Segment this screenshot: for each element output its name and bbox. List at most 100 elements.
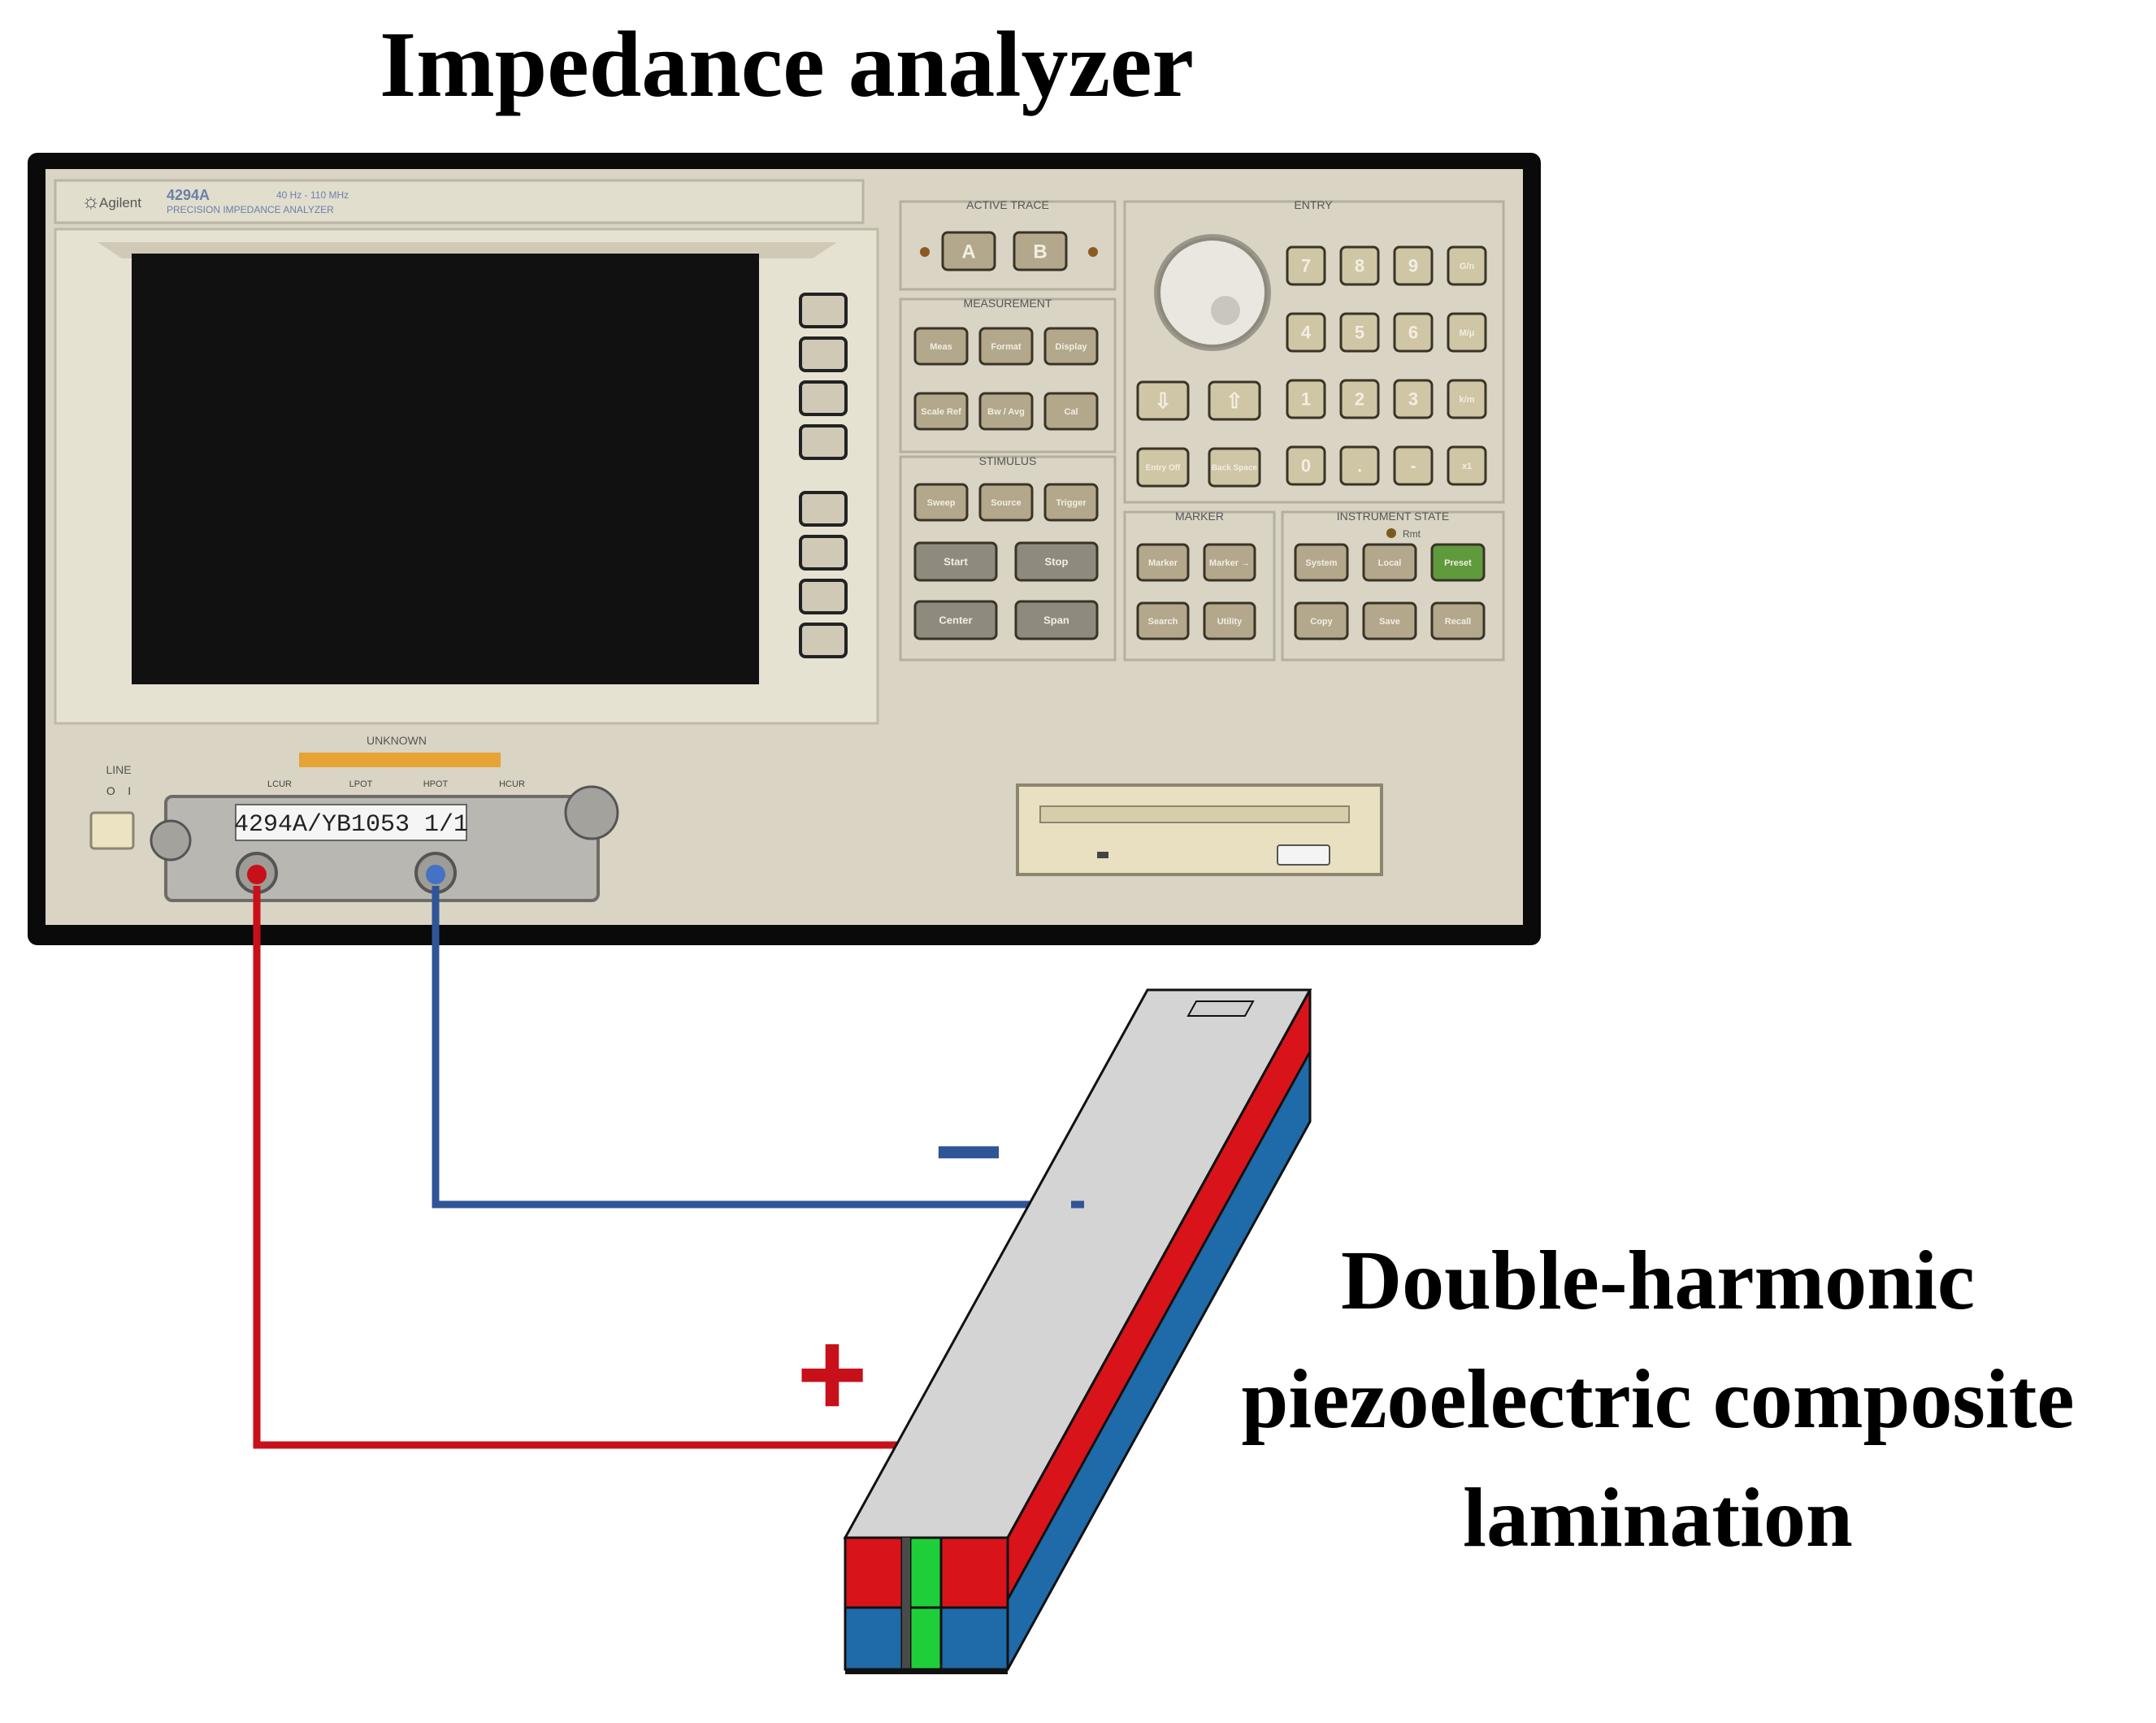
stimulus-key-cap[interactable] — [978, 483, 1034, 522]
state-key-cap[interactable] — [1430, 543, 1486, 582]
entry-k-m-key[interactable]: k/m — [1447, 379, 1487, 419]
marker-key-cap[interactable] — [1136, 543, 1190, 582]
arrow-key-cap[interactable] — [1208, 380, 1261, 421]
stimulus-key-cap[interactable] — [913, 600, 998, 640]
stimulus-source-key[interactable]: Source — [978, 483, 1034, 522]
measurement-scale-ref-key[interactable]: Scale Ref — [913, 392, 969, 431]
softkey-1[interactable] — [799, 293, 848, 328]
softkey-6[interactable] — [799, 535, 848, 571]
marker-utility-key[interactable]: Utility — [1203, 601, 1256, 640]
state-recall-key[interactable]: Recall — [1430, 601, 1486, 640]
measurement-key-cap[interactable] — [1043, 327, 1099, 366]
measurement-key-cap[interactable] — [1043, 392, 1099, 431]
entry-key-cap[interactable] — [1339, 379, 1380, 419]
entry-3-key[interactable]: 3 — [1393, 379, 1434, 419]
entry-key-cap[interactable] — [1393, 445, 1434, 486]
entry-m-key[interactable]: M/μ — [1447, 312, 1487, 353]
entry-7-key[interactable]: 7 — [1286, 245, 1326, 286]
entry-key-cap[interactable] — [1447, 245, 1487, 286]
stimulus-start-key[interactable]: Start — [913, 541, 998, 582]
entry-key-key[interactable]: . — [1339, 445, 1380, 486]
state-local-key[interactable]: Local — [1362, 543, 1417, 582]
measurement-cal-key[interactable]: Cal — [1043, 392, 1099, 431]
entry-key-cap[interactable] — [1286, 312, 1326, 353]
arrow-key-cap[interactable] — [1136, 380, 1190, 421]
fixture-knob-right[interactable] — [564, 785, 619, 840]
entry-key-key[interactable]: - — [1393, 445, 1434, 486]
measurement-format-key[interactable]: Format — [978, 327, 1034, 366]
fixture-knob-left[interactable] — [150, 819, 192, 862]
entry-key-cap[interactable] — [1286, 245, 1326, 286]
entry-key-cap[interactable] — [1393, 312, 1434, 353]
state-key-cap[interactable] — [1430, 601, 1486, 640]
arrow-key-key[interactable]: ⇩ — [1136, 380, 1190, 421]
entry-key-cap[interactable] — [1447, 312, 1487, 353]
rotary-knob[interactable] — [1154, 234, 1271, 351]
state-save-key[interactable]: Save — [1362, 601, 1417, 640]
marker-marker-key[interactable]: Marker → — [1203, 543, 1256, 582]
state-system-key[interactable]: System — [1294, 543, 1349, 582]
measurement-bw-avg-key[interactable]: Bw / Avg — [978, 392, 1034, 431]
marker-key-cap[interactable] — [1136, 601, 1190, 640]
stimulus-trigger-key[interactable]: Trigger — [1043, 483, 1099, 522]
marker-key-cap[interactable] — [1203, 601, 1256, 640]
floppy-eject-button[interactable] — [1277, 844, 1330, 866]
measurement-key-cap[interactable] — [978, 327, 1034, 366]
entry-key-cap[interactable] — [1393, 379, 1434, 419]
measurement-meas-key[interactable]: Meas — [913, 327, 969, 366]
stimulus-key-cap[interactable] — [913, 483, 969, 522]
softkey-8[interactable] — [799, 623, 848, 658]
entry-5-key[interactable]: 5 — [1339, 312, 1380, 353]
edit-key-cap[interactable] — [1208, 447, 1261, 488]
entry-1-key[interactable]: 1 — [1286, 379, 1326, 419]
entry-key-cap[interactable] — [1393, 245, 1434, 286]
entry-key-cap[interactable] — [1447, 445, 1487, 486]
trace-key-cap[interactable] — [1013, 231, 1068, 271]
softkey-7[interactable] — [799, 579, 848, 614]
measurement-key-cap[interactable] — [913, 392, 969, 431]
entry-6-key[interactable]: 6 — [1393, 312, 1434, 353]
entry-key-cap[interactable] — [1339, 312, 1380, 353]
stimulus-span-key[interactable]: Span — [1014, 600, 1099, 640]
softkey-3[interactable] — [799, 380, 848, 416]
entry-key-cap[interactable] — [1447, 379, 1487, 419]
entry-0-key[interactable]: 0 — [1286, 445, 1326, 486]
measurement-display-key[interactable]: Display — [1043, 327, 1099, 366]
state-key-cap[interactable] — [1362, 601, 1417, 640]
entry-8-key[interactable]: 8 — [1339, 245, 1380, 286]
entry-key-cap[interactable] — [1286, 445, 1326, 486]
stimulus-stop-key[interactable]: Stop — [1014, 541, 1099, 582]
stimulus-sweep-key[interactable]: Sweep — [913, 483, 969, 522]
softkey-4[interactable] — [799, 424, 848, 460]
state-preset-key[interactable]: Preset — [1430, 543, 1486, 582]
line-power-switch[interactable] — [89, 811, 135, 850]
entry-4-key[interactable]: 4 — [1286, 312, 1326, 353]
edit-entry-off-key[interactable]: Entry Off — [1136, 447, 1190, 488]
marker-key-cap[interactable] — [1203, 543, 1256, 582]
trace-key-cap[interactable] — [941, 231, 996, 271]
softkey-5[interactable] — [799, 491, 848, 527]
state-copy-key[interactable]: Copy — [1294, 601, 1349, 640]
marker-marker-key[interactable]: Marker — [1136, 543, 1190, 582]
state-key-cap[interactable] — [1294, 601, 1349, 640]
state-key-cap[interactable] — [1294, 543, 1349, 582]
stimulus-key-cap[interactable] — [913, 541, 998, 582]
stimulus-key-cap[interactable] — [1014, 600, 1099, 640]
stimulus-center-key[interactable]: Center — [913, 600, 998, 640]
entry-9-key[interactable]: 9 — [1393, 245, 1434, 286]
stimulus-key-cap[interactable] — [1014, 541, 1099, 582]
entry-x1-key[interactable]: x1 — [1447, 445, 1487, 486]
measurement-key-cap[interactable] — [978, 392, 1034, 431]
entry-2-key[interactable]: 2 — [1339, 379, 1380, 419]
trace-a-key[interactable]: A — [941, 231, 996, 271]
arrow-key-key[interactable]: ⇧ — [1208, 380, 1261, 421]
stimulus-key-cap[interactable] — [1043, 483, 1099, 522]
state-key-cap[interactable] — [1362, 543, 1417, 582]
entry-g-n-key[interactable]: G/n — [1447, 245, 1487, 286]
measurement-key-cap[interactable] — [913, 327, 969, 366]
softkey-2[interactable] — [799, 336, 848, 372]
trace-b-key[interactable]: B — [1013, 231, 1068, 271]
edit-back-space-key[interactable]: Back Space — [1208, 447, 1261, 488]
marker-search-key[interactable]: Search — [1136, 601, 1190, 640]
entry-key-cap[interactable] — [1339, 245, 1380, 286]
